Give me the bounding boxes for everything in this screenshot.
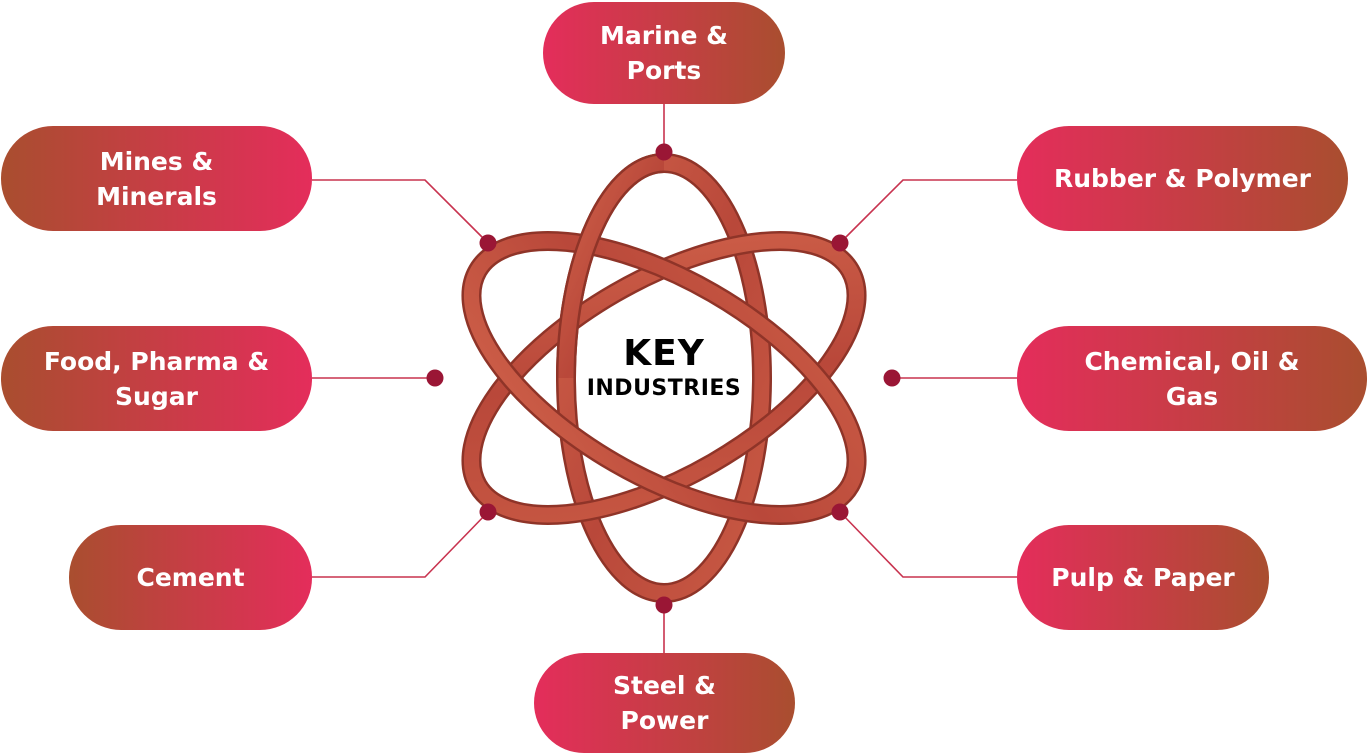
industry-cement: Cement xyxy=(69,525,312,630)
industry-rubber-polymer: Rubber & Polymer xyxy=(1017,126,1348,231)
industry-label-line1: Chemical, Oil & xyxy=(1084,346,1300,376)
industry-label-line1: Marine & xyxy=(600,21,728,50)
dot-chemical xyxy=(883,369,901,387)
industry-label-line1: Steel & xyxy=(613,671,716,700)
dot-mines xyxy=(479,234,497,252)
industry-label-line2: Ports xyxy=(626,56,702,85)
industry-mines-minerals: Mines & Minerals xyxy=(1,126,312,231)
connector-pulp xyxy=(839,511,1017,578)
industry-chemical-oil-gas: Chemical, Oil & Gas xyxy=(1017,326,1367,431)
industry-label-line1: Pulp & Paper xyxy=(1051,563,1235,592)
industry-label-line2: Gas xyxy=(1165,381,1219,411)
dot-marine xyxy=(655,143,673,161)
industry-label-line1: Mines & xyxy=(99,146,214,176)
connector-rubber xyxy=(839,179,1017,244)
industry-label-line1: Rubber & Polymer xyxy=(1053,164,1312,193)
dot-cement xyxy=(479,503,497,521)
industry-label-line1: Food, Pharma & xyxy=(43,346,270,376)
dot-steel xyxy=(655,596,673,614)
center-title-line2: INDUSTRIES xyxy=(586,376,742,401)
ring-overlap-segment xyxy=(556,153,665,379)
connector-mines xyxy=(312,179,489,244)
dot-pulp xyxy=(831,503,849,521)
industry-label-line2: Sugar xyxy=(115,381,198,411)
industry-pulp-paper: Pulp & Paper xyxy=(1017,525,1269,630)
ring-diagonal-2 xyxy=(461,231,867,525)
connector-dots xyxy=(426,143,901,614)
dot-food xyxy=(426,369,444,387)
center-title-line1: KEY xyxy=(623,333,705,374)
industry-label-line2: Power xyxy=(620,706,709,735)
ring-diagonal-1 xyxy=(461,231,867,525)
atom-rings xyxy=(461,153,867,603)
center-title: KEY INDUSTRIES xyxy=(564,334,764,404)
industry-label-line2: Minerals xyxy=(96,181,217,211)
industry-food-pharma-sugar: Food, Pharma & Sugar xyxy=(1,326,312,431)
connector-cement xyxy=(312,511,489,578)
connector-lines xyxy=(312,104,1017,653)
industry-label-line1: Cement xyxy=(136,563,245,592)
dot-rubber xyxy=(831,234,849,252)
industry-steel-power: Steel & Power xyxy=(534,653,795,753)
industry-marine-ports: Marine & Ports xyxy=(543,2,785,104)
